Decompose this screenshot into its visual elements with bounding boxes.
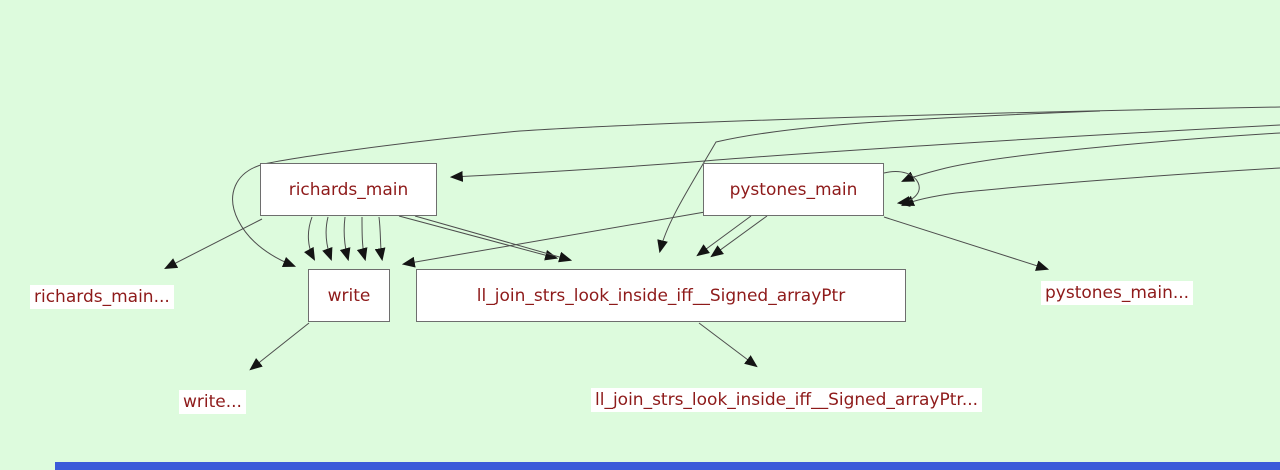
node-write[interactable]: write bbox=[308, 269, 390, 322]
edge-pystones-to-lljoin-1 bbox=[696, 215, 752, 257]
node-pystones-main[interactable]: pystones_main bbox=[703, 163, 884, 216]
label-pystones-main-more[interactable]: pystones_main... bbox=[1041, 281, 1194, 305]
label-richards-main-more-text: richards_main... bbox=[34, 287, 170, 307]
label-write-more[interactable]: write... bbox=[179, 390, 246, 414]
edge-pystones-to-write bbox=[401, 211, 706, 268]
edge-offscreen-to-pystones-upper bbox=[901, 132, 1280, 182]
node-richards-main-label: richards_main bbox=[288, 179, 409, 200]
node-ll-join-strs-label: ll_join_strs_look_inside_iff__Signed_arr… bbox=[476, 285, 846, 306]
edge-pystones-to-label bbox=[883, 216, 1050, 271]
edge-richards-to-write-4 bbox=[356, 216, 368, 262]
label-richards-main-more[interactable]: richards_main... bbox=[30, 285, 174, 309]
edge-offscreen-to-richards bbox=[449, 124, 1280, 182]
node-richards-main[interactable]: richards_main bbox=[260, 163, 437, 216]
edge-richards-to-lljoin-1 bbox=[398, 215, 559, 261]
edge-pystones-self-loop bbox=[883, 171, 920, 207]
edge-richards-to-write-5 bbox=[374, 216, 386, 262]
label-write-more-text: write... bbox=[183, 392, 242, 412]
node-pystones-main-label: pystones_main bbox=[729, 179, 858, 200]
label-ll-join-strs-more[interactable]: ll_join_strs_look_inside_iff__Signed_arr… bbox=[591, 388, 983, 412]
edge-richards-to-write-3 bbox=[339, 216, 351, 262]
edge-offscreen-to-lljoin bbox=[657, 110, 1101, 254]
edge-richards-to-write-1 bbox=[304, 216, 316, 261]
edge-lljoin-to-label bbox=[698, 322, 758, 368]
edge-pystones-to-lljoin-2 bbox=[710, 215, 768, 258]
node-ll-join-strs[interactable]: ll_join_strs_look_inside_iff__Signed_arr… bbox=[416, 269, 906, 322]
edge-offscreen-to-pystones-lower bbox=[900, 167, 1280, 206]
edge-write-to-label bbox=[249, 322, 310, 371]
label-ll-join-strs-more-text: ll_join_strs_look_inside_iff__Signed_arr… bbox=[595, 390, 979, 410]
edge-richards-to-label bbox=[164, 218, 263, 269]
edge-richards-to-write-2 bbox=[322, 216, 333, 262]
label-pystones-main-more-text: pystones_main... bbox=[1045, 283, 1190, 303]
edge-offscreen-to-write bbox=[232, 106, 1280, 268]
edge-richards-to-lljoin-2 bbox=[414, 215, 573, 263]
node-write-label: write bbox=[327, 285, 371, 306]
horizontal-scrollbar-thumb[interactable] bbox=[55, 462, 1280, 470]
